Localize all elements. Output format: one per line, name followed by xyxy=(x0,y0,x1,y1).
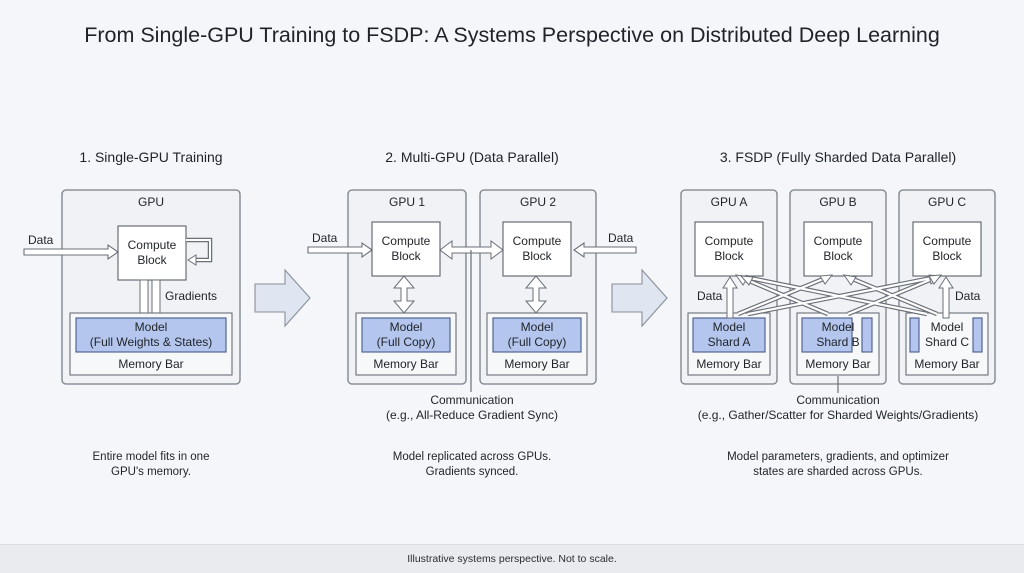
compute-block-label: Block xyxy=(137,253,167,267)
model-label: (Full Copy) xyxy=(508,335,567,349)
model-shard-label: Shard B xyxy=(816,335,859,349)
memory-bar-label: Memory Bar xyxy=(373,357,438,371)
section-fsdp: 3. FSDP (Fully Sharded Data Parallel) GP… xyxy=(680,149,996,478)
footer-note: Illustrative systems perspective. Not to… xyxy=(0,544,1024,573)
model-shard-label: Shard A xyxy=(708,335,751,349)
compute-block xyxy=(502,221,572,277)
data-arrow xyxy=(23,243,119,261)
gpu-label: GPU B xyxy=(819,195,856,209)
compute-block-label: Compute xyxy=(382,234,431,248)
compute-block-label: Block xyxy=(823,249,853,263)
compute-block-label: Block xyxy=(391,249,421,263)
memory-bar-label: Memory Bar xyxy=(914,357,979,371)
gpu-label: GPU C xyxy=(928,195,966,209)
model-shard xyxy=(692,317,766,353)
data-label: Data xyxy=(28,233,54,247)
section-heading: 3. FSDP (Fully Sharded Data Parallel) xyxy=(720,149,956,165)
section-caption: Gradients synced. xyxy=(426,466,519,478)
compute-block-label: Block xyxy=(932,249,962,263)
data-arrow xyxy=(307,241,373,259)
model-shard-label: Model xyxy=(822,320,855,334)
memory-bar-label: Memory Bar xyxy=(805,357,870,371)
section-multi-gpu: 2. Multi-GPU (Data Parallel) GPU 1 Data … xyxy=(307,149,637,478)
section-caption: Entire model fits in one xyxy=(93,451,210,463)
model-block xyxy=(492,317,582,353)
data-label: Data xyxy=(697,289,723,303)
gradients-label: Gradients xyxy=(165,289,217,303)
communication-label: Communication xyxy=(430,393,513,407)
section-single-gpu: 1. Single-GPU Training GPU Data Compute … xyxy=(23,149,241,478)
data-up-arrow xyxy=(722,276,738,319)
compute-block-label: Compute xyxy=(513,234,562,248)
model-block xyxy=(75,317,227,353)
gpu-label: GPU 2 xyxy=(520,195,556,209)
compute-block xyxy=(694,221,764,277)
data-arrow xyxy=(573,241,637,259)
compute-block xyxy=(117,225,187,281)
communication-label: Communication xyxy=(796,393,879,407)
feedback-loop-arrow xyxy=(186,237,213,266)
transition-arrow xyxy=(254,268,311,328)
section-caption: Model replicated across GPUs. xyxy=(393,451,552,463)
data-label: Data xyxy=(312,231,338,245)
model-label: Model xyxy=(135,320,168,334)
gpu-label: GPU 1 xyxy=(389,195,425,209)
shard-sliver xyxy=(861,317,873,353)
compute-block-label: Compute xyxy=(128,238,177,252)
compute-block-label: Compute xyxy=(923,234,972,248)
memory-bar-label: Memory Bar xyxy=(118,357,183,371)
data-label: Data xyxy=(608,231,634,245)
model-label: Model xyxy=(521,320,554,334)
section-heading: 1. Single-GPU Training xyxy=(79,149,222,165)
compute-block-label: Block xyxy=(714,249,744,263)
gather-scatter-arrows xyxy=(734,274,943,317)
section-caption: states are sharded across GPUs. xyxy=(753,466,922,478)
communication-label: (e.g., All-Reduce Gradient Sync) xyxy=(386,408,558,422)
section-caption: GPU's memory. xyxy=(111,466,191,478)
compute-block-label: Compute xyxy=(705,234,754,248)
model-shard-label: Shard C xyxy=(925,335,969,349)
model-label: Model xyxy=(390,320,423,334)
shard-sliver xyxy=(909,317,920,353)
memory-bar-label: Memory Bar xyxy=(504,357,569,371)
compute-block xyxy=(803,221,873,277)
gpu-label: GPU A xyxy=(711,195,748,209)
gpu-label: GPU xyxy=(138,195,164,209)
transition-arrow xyxy=(611,268,668,328)
section-caption: Model parameters, gradients, and optimiz… xyxy=(727,451,949,463)
data-label: Data xyxy=(955,289,981,303)
compute-block xyxy=(912,221,982,277)
model-shard-label: Model xyxy=(713,320,746,334)
shard-sliver xyxy=(972,317,983,353)
model-label: (Full Copy) xyxy=(377,335,436,349)
communication-label: (e.g., Gather/Scatter for Sharded Weight… xyxy=(698,408,979,422)
compute-block-label: Compute xyxy=(814,234,863,248)
model-block xyxy=(361,317,451,353)
compute-block xyxy=(371,221,441,277)
model-shard-label: Model xyxy=(931,320,964,334)
model-shard xyxy=(801,317,853,353)
section-heading: 2. Multi-GPU (Data Parallel) xyxy=(385,149,559,165)
data-up-arrow xyxy=(938,276,954,319)
compute-block-label: Block xyxy=(522,249,552,263)
memory-bar-label: Memory Bar xyxy=(696,357,761,371)
model-label: (Full Weights & States) xyxy=(90,335,212,349)
page-title: From Single-GPU Training to FSDP: A Syst… xyxy=(84,23,940,47)
